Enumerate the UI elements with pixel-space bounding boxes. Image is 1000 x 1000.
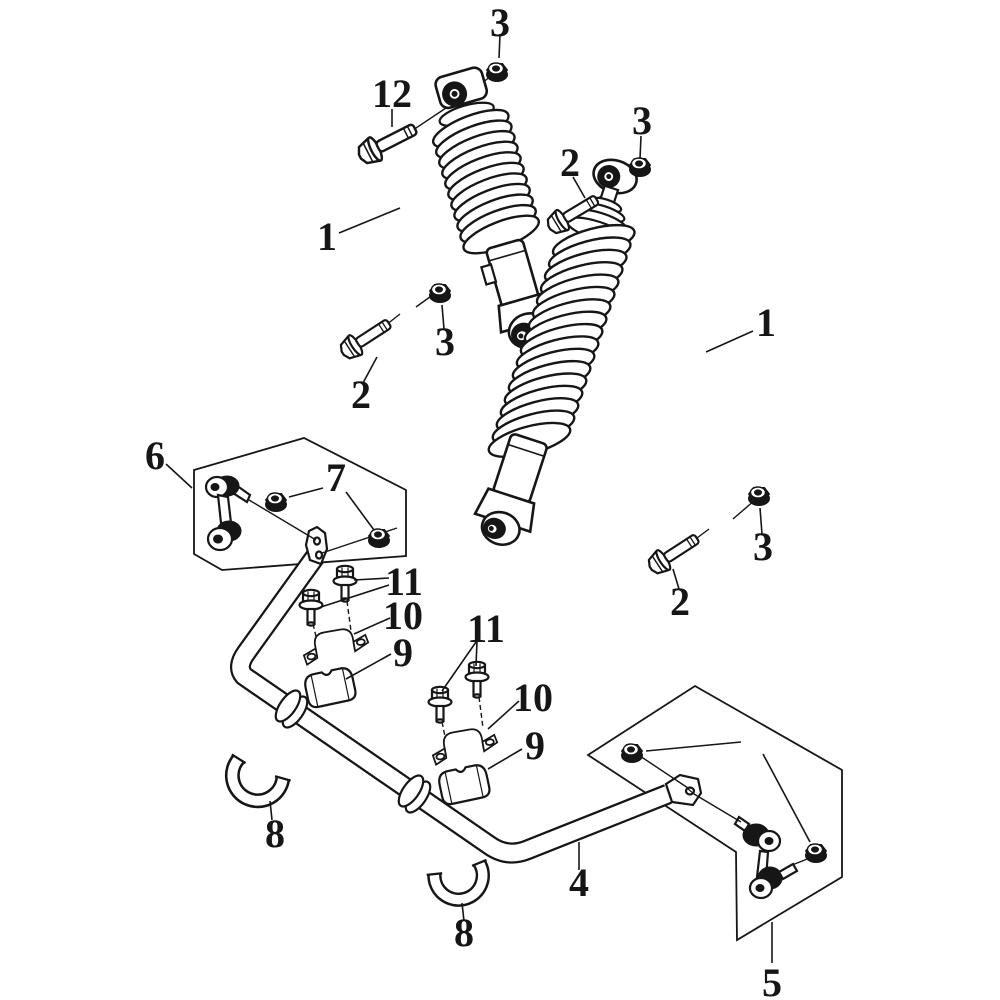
bar-collar-right [397,774,432,814]
callout-4: 4 [569,860,589,905]
bar-collar-left [274,689,309,729]
nut-3-right-upper [628,157,652,178]
callout-8-left: 8 [265,811,285,856]
callout-2-right-upper: 2 [560,140,580,185]
stabilizer-clamp-bracket [428,724,501,766]
clamp-set-front [298,564,372,710]
callout-2-left-lower: 2 [351,372,371,417]
nut-3-right-lower [747,486,771,507]
callout-6: 6 [145,433,165,478]
callout-7-left: 7 [326,455,346,500]
callout-8-bottom: 8 [454,910,474,955]
nut-7-right-b [804,843,828,864]
callout-1-left: 1 [317,214,337,259]
clamp-flange-bolt [427,685,453,724]
nut-7-left-a [264,492,288,513]
clamp-flange-bolt [464,660,490,699]
callout-11-rear: 11 [467,606,505,651]
callout-10-rear: 10 [513,675,553,720]
callout-3-right-upper: 3 [632,98,652,143]
clamp-flange-bolt [298,588,324,627]
shock-absorber-right [473,158,638,546]
stabilizer-bar [230,525,703,864]
leader-lines [165,33,811,963]
end-link-left [204,475,252,552]
callout-1-right: 1 [756,300,776,345]
callout-11-front: 11 [385,559,423,604]
bar-mount-plate [304,525,329,566]
bolt-12 [352,115,423,170]
callout-5: 5 [762,960,782,1000]
callout-3-top: 3 [490,0,510,45]
callout-10-front: 10 [383,593,423,638]
coil-spring-left [431,108,540,255]
nut-3-top-left [485,62,509,83]
callout-12: 12 [372,71,412,116]
callout-3-right-lower: 3 [753,524,773,569]
nut-3-left-lower [428,283,452,304]
bar-end-tab [664,773,703,807]
end-link-right [733,815,799,900]
callout-2-right-lower: 2 [670,579,690,624]
callout-9-rear: 9 [525,723,545,768]
callout-3-left-lower: 3 [435,319,455,364]
stabilizer-saddle-bushing [302,665,359,710]
bolt-2-left-lower [335,312,397,365]
clamp-set-rear [427,660,501,807]
nut-7-left-b [367,528,391,549]
callout-labels: 3 12 1 2 3 2 3 1 2 3 6 7 11 10 9 11 10 9… [145,0,782,1000]
callout-9-front: 9 [393,630,413,675]
nut-7-right-a [620,743,644,764]
half-bushing-left [218,754,291,811]
half-bushing-bottom [427,860,495,906]
stabilizer-saddle-bushing [436,762,493,807]
detail-box-left-end-link [193,437,407,571]
detail-box-right-end-link [586,684,843,942]
